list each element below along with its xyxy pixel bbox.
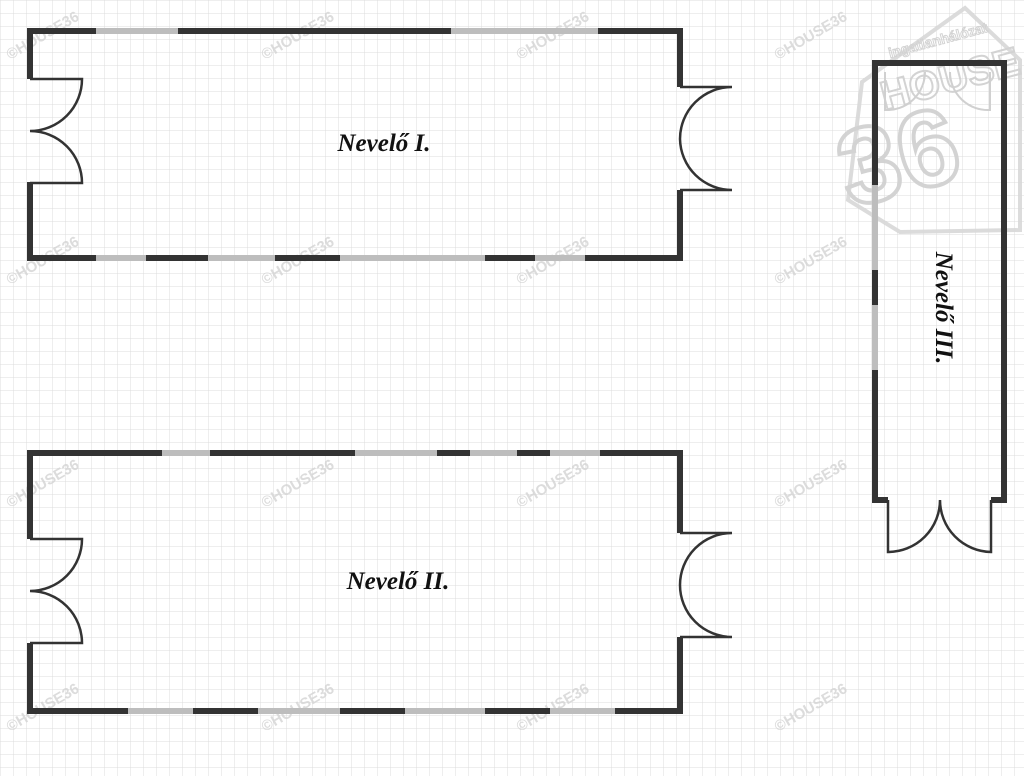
wall-segments (872, 60, 1007, 503)
room-label: Nevelő II. (346, 568, 450, 595)
room-label: Nevelő III. (930, 251, 957, 364)
logo-house-icon (845, 5, 1022, 235)
door-bottom (886, 499, 993, 554)
door-right (678, 85, 733, 192)
room-label: Nevelő I. (336, 130, 430, 157)
wall-segments (27, 450, 683, 714)
wall-segments (27, 28, 683, 261)
room-nevelo-3: Nevelő III. (872, 60, 1007, 554)
door-left (29, 537, 84, 645)
door-left (29, 77, 84, 185)
logo-ghost-door (884, 71, 991, 112)
room-nevelo-1: Nevelő I. (27, 28, 733, 261)
door-right (678, 531, 733, 639)
room-nevelo-2: Nevelő II. (27, 450, 733, 714)
